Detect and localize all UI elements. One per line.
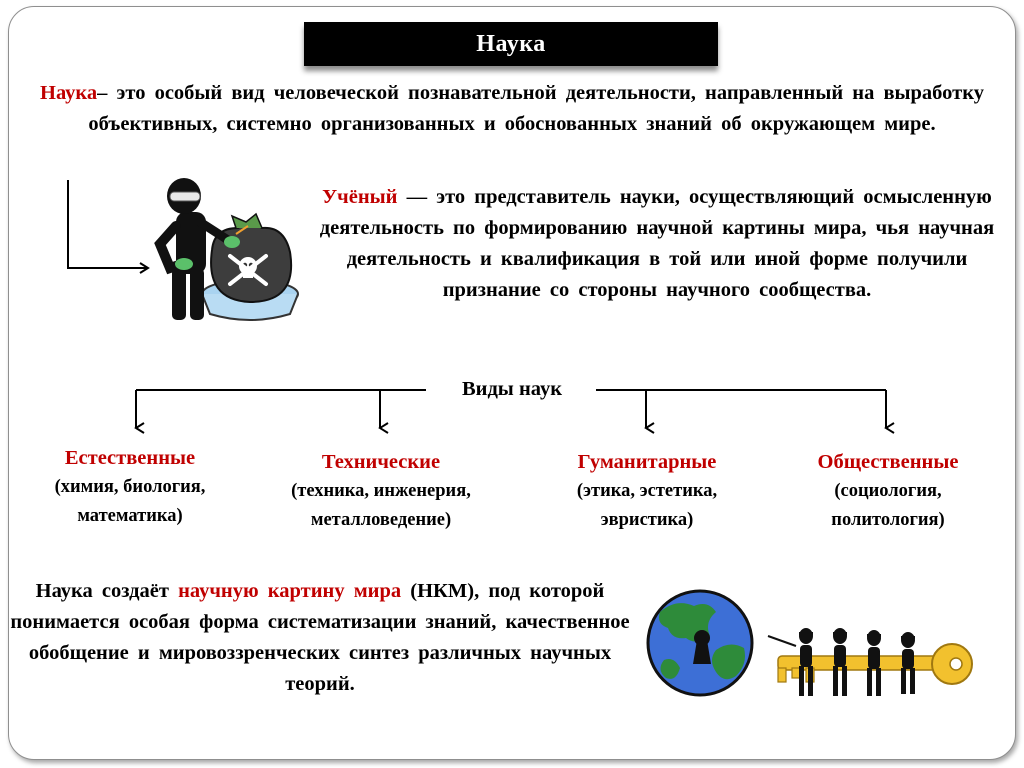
slide-title: Наука (304, 22, 718, 66)
key-icon (777, 643, 973, 685)
branch-humanitarian: Гуманитарные (этика, эстетика, эвристика… (538, 448, 756, 535)
branch-title: Технические (321, 451, 441, 473)
branch-technical: Технические (техника, инженерия, металло… (258, 448, 504, 535)
science-definition-text: – это особый вид человеческой познавател… (88, 82, 984, 135)
branch-title: Гуманитарные (577, 451, 717, 473)
globe-keyhole-icon (646, 589, 754, 697)
science-definition: Наука– это особый вид человеческой позна… (40, 78, 984, 140)
scientist-term: Учёный (322, 186, 398, 208)
arrow-to-scientist (67, 180, 150, 274)
nkm-text-end: (НКМ), под которой понимается особая фор… (10, 580, 630, 695)
scientist-definition-text: — это представитель науки, осуществляющи… (319, 186, 995, 301)
science-types-label: Виды наук (461, 378, 563, 400)
branch-title: Естественные (64, 447, 196, 469)
branch-description: (химия, биология, математика) (54, 477, 206, 526)
branch-description: (техника, инженерия, металловедение) (291, 481, 471, 530)
science-term: Наука (40, 82, 98, 104)
nkm-text-start: Наука создаёт (35, 580, 179, 602)
branch-description: (этика, эстетика, эвристика) (576, 481, 718, 530)
branch-description: (социология, политология) (831, 481, 945, 530)
branch-social: Общественные (социология, политология) (778, 448, 998, 535)
nkm-highlight: научную картину мира (178, 580, 402, 602)
slide-frame (8, 6, 1016, 760)
scientist-definition: Учёный — это представитель науки, осущес… (312, 182, 1002, 306)
branch-title: Общественные (817, 451, 959, 473)
people-icon (767, 628, 915, 696)
branch-natural: Естественные (химия, биология, математик… (14, 444, 246, 531)
nkm-paragraph: Наука создаёт научную картину мира (НКМ)… (10, 576, 630, 700)
